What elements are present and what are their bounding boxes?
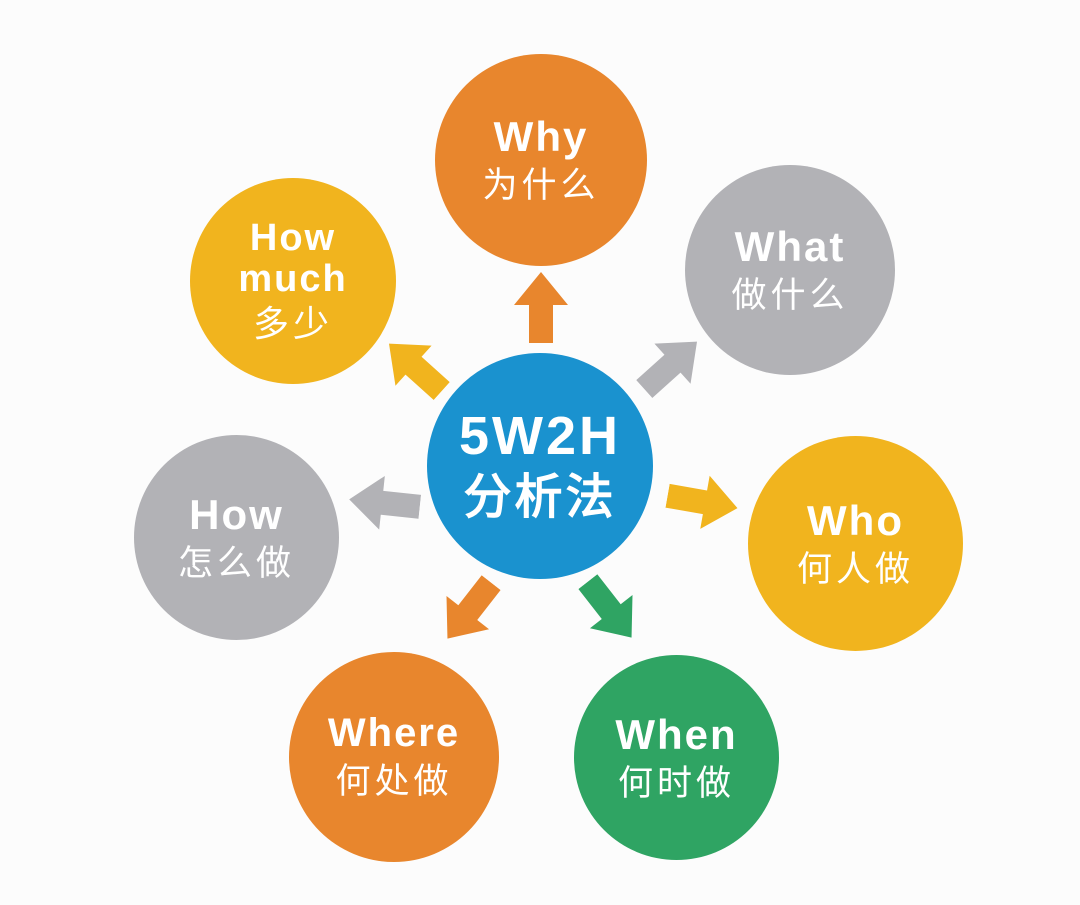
node-how-label-en: How <box>189 490 284 538</box>
node-how-much-label-en: How much <box>238 217 348 301</box>
arrow-to-what-icon <box>636 341 698 399</box>
center-subtitle: 分析法 <box>463 470 617 524</box>
node-who-label-en: Who <box>807 496 904 544</box>
node-why-label-en: Why <box>493 113 589 161</box>
center-node: 5W2H 分析法 <box>427 353 653 579</box>
node-what: What 做什么 <box>685 165 895 375</box>
arrow-to-where-icon <box>446 575 501 639</box>
arrow-to-how-much-icon <box>388 343 450 401</box>
node-when: When 何时做 <box>574 655 779 860</box>
arrow-to-when-icon <box>578 574 633 638</box>
node-how-label-zh: 怎么做 <box>177 543 295 583</box>
node-who: Who 何人做 <box>748 436 963 651</box>
arrow-to-how-icon <box>349 475 422 530</box>
node-how-much-label-zh: 多少 <box>252 303 333 345</box>
node-when-label-zh: 何时做 <box>617 763 735 803</box>
node-how-much: How much 多少 <box>190 178 396 384</box>
node-what-label-zh: 做什么 <box>731 276 849 316</box>
node-what-label-en: What <box>734 223 846 271</box>
node-when-label-en: When <box>615 710 738 758</box>
node-why: Why 为什么 <box>435 54 647 266</box>
node-where: Where 何处做 <box>289 652 499 862</box>
node-how: How 怎么做 <box>134 435 339 640</box>
node-why-label-zh: 为什么 <box>482 166 600 206</box>
arrow-to-who-icon <box>665 475 738 529</box>
arrow-to-why-icon <box>514 272 568 343</box>
center-title: 5W2H <box>458 406 622 467</box>
node-where-label-en: Where <box>327 711 461 756</box>
node-where-label-zh: 何处做 <box>335 762 453 802</box>
node-who-label-zh: 何人做 <box>796 549 914 589</box>
